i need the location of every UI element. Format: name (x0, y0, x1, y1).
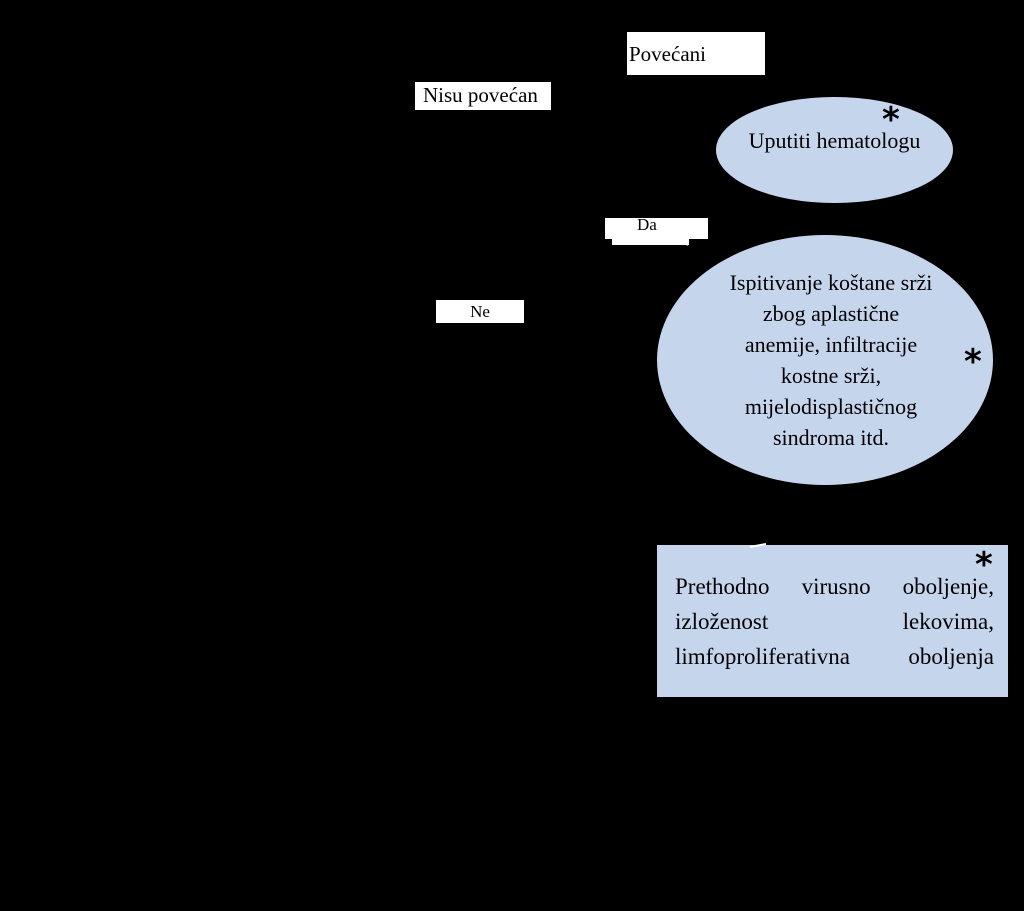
asterisk-marker-kostana: * (964, 342, 982, 382)
node-prethodno-virusno-oboljenje: Prethodno virusno oboljenje, izloženost … (657, 545, 1008, 697)
node-hematolog-text: Uputiti hematologu (748, 128, 921, 153)
asterisk-marker-virusno: * (975, 545, 993, 585)
node-kostana-line: zbog aplastične (762, 301, 900, 326)
label-da-tab (612, 236, 689, 245)
node-kostana-line: kostne srži, (780, 363, 882, 388)
connector-da-arrow (668, 237, 689, 246)
node-uputiti-hematologu: Uputiti hematologu (716, 97, 953, 203)
node-kostana-line: sindroma itd. (772, 425, 890, 450)
node-kostana-text: Ispitivanje koštane srži zbog aplastične… (730, 267, 933, 453)
node-virusno-line: izloženost lekovima, (675, 609, 994, 634)
connector-virusno-arrow (749, 543, 767, 548)
label-nisu-povecani: Nisu povećan (415, 82, 551, 110)
label-ne: Ne (436, 300, 524, 323)
node-virusno-line: Prethodno virusno oboljenje, (675, 574, 994, 599)
label-povecani: Povećani (627, 32, 765, 75)
node-kostana-line: Ispitivanje koštane srži (729, 270, 933, 295)
node-virusno-line: limfoproliferativna oboljenja (675, 644, 994, 669)
asterisk-marker-hematolog: * (882, 100, 900, 140)
node-kostana-line: mijelodisplastičnog (744, 394, 918, 419)
node-kostana-line: anemije, infiltracije (744, 332, 918, 357)
node-ispitivanje-kostane-srzi: Ispitivanje koštane srži zbog aplastične… (657, 235, 993, 485)
label-da: Da (605, 218, 708, 239)
